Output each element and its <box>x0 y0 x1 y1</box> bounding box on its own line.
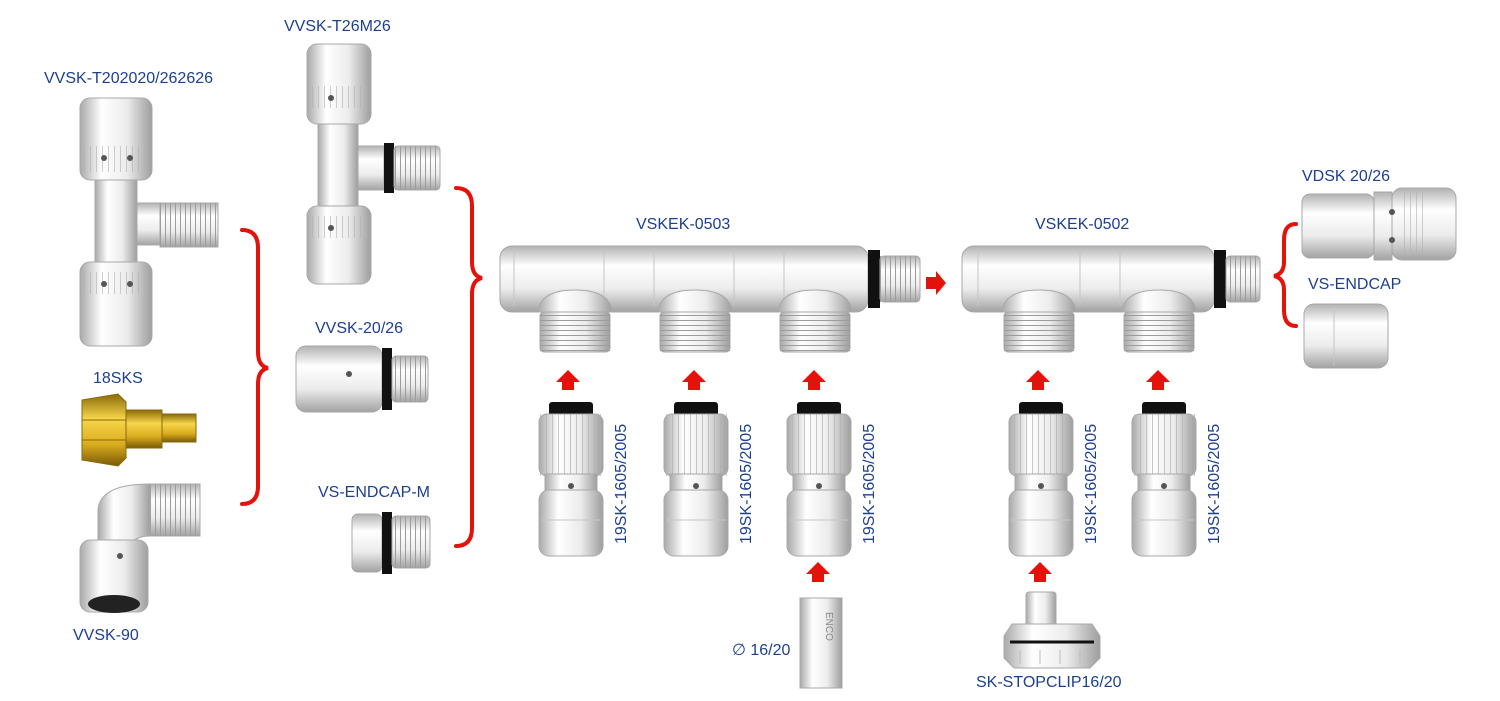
elbow-fitting <box>79 483 201 613</box>
label-tee-male: VVSK-T26M26 <box>284 18 391 35</box>
label-endcap: VS-ENDCAP <box>1308 276 1402 293</box>
label-pipe: ∅ 16/20 <box>732 642 791 659</box>
label-brass: 18SKS <box>93 370 143 387</box>
label-adapter-20-26: VVSK-20/26 <box>315 320 404 337</box>
arrow-up-2 <box>682 370 706 390</box>
tee-male-fitting <box>306 43 441 285</box>
label-manifold-2: VSKEK-0502 <box>1035 216 1130 233</box>
arrow-up-1 <box>556 370 580 390</box>
arrow-up-pipe <box>806 562 830 582</box>
outlet-fitting-2 <box>663 402 729 557</box>
outlet-fitting-3 <box>786 402 852 557</box>
manifold-3-outlet <box>499 245 921 353</box>
manifold-2-outlet <box>961 245 1261 353</box>
arrow-up-5 <box>1146 370 1170 390</box>
arrow-up-stopclip <box>1028 562 1052 582</box>
label-vdsk: VDSK 20/26 <box>1302 168 1391 185</box>
label-endcap-m: VS-ENDCAP-M <box>318 484 431 501</box>
vdsk-fitting <box>1301 187 1457 261</box>
pipe: ENCO <box>799 597 843 689</box>
endcap-male <box>351 512 431 574</box>
outlet-fitting-4 <box>1008 402 1074 557</box>
stopclip <box>1003 591 1101 669</box>
pipe-print-text: ENCO <box>823 612 834 641</box>
label-manifold-3: VSKEK-0503 <box>636 216 731 233</box>
label-outlet-1: 19SK-1605/2005 <box>613 423 630 544</box>
bracket-left <box>240 228 269 506</box>
arrow-right <box>926 271 946 295</box>
arrow-up-3 <box>802 370 826 390</box>
adapter-20-26-fitting <box>295 345 429 413</box>
bracket-right <box>1273 222 1298 328</box>
label-outlet-3: 19SK-1605/2005 <box>861 423 878 544</box>
brass-adapter <box>81 393 197 467</box>
label-stopclip: SK-STOPCLIP16/20 <box>976 674 1122 691</box>
label-outlet-5: 19SK-1605/2005 <box>1206 423 1223 544</box>
bracket-middle <box>454 186 483 548</box>
outlet-fitting-1 <box>538 402 604 557</box>
tee-main-fitting <box>79 97 219 347</box>
outlet-fitting-5 <box>1131 402 1197 557</box>
label-elbow: VVSK-90 <box>73 627 139 644</box>
label-outlet-4: 19SK-1605/2005 <box>1083 423 1100 544</box>
arrow-up-4 <box>1026 370 1050 390</box>
label-tee-main: VVSK-T202020/262626 <box>44 70 214 87</box>
outlet-fittings <box>538 402 1197 557</box>
endcap <box>1303 303 1389 369</box>
label-outlet-2: 19SK-1605/2005 <box>738 423 755 544</box>
